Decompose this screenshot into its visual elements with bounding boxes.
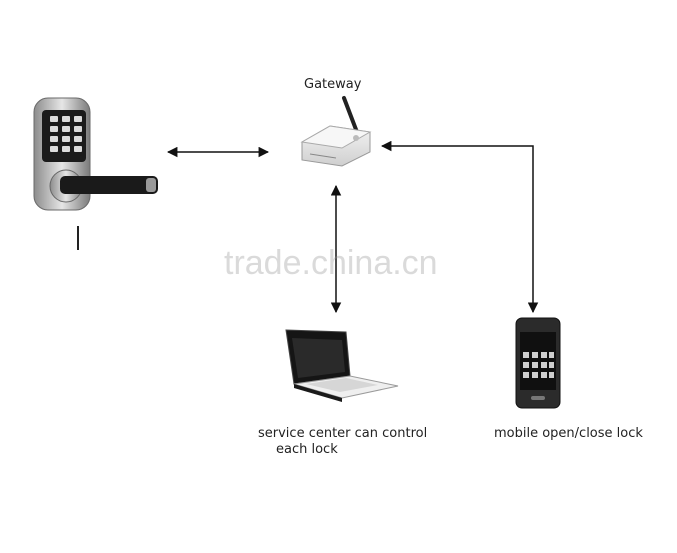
watermark: trade.china.cn [224, 244, 438, 282]
gateway-label: Gateway [304, 77, 362, 92]
smartphone-icon [515, 317, 561, 409]
wireless-router-icon [300, 96, 372, 167]
service-center-label-line2: each lock [276, 442, 338, 457]
door-lock-icon [33, 97, 158, 250]
laptop-icon [285, 329, 399, 402]
service-center-label-line1: service center can control [258, 426, 428, 441]
mobile-label: mobile open/close lock [494, 426, 643, 441]
mobile-gateway-arrow [380, 140, 539, 314]
